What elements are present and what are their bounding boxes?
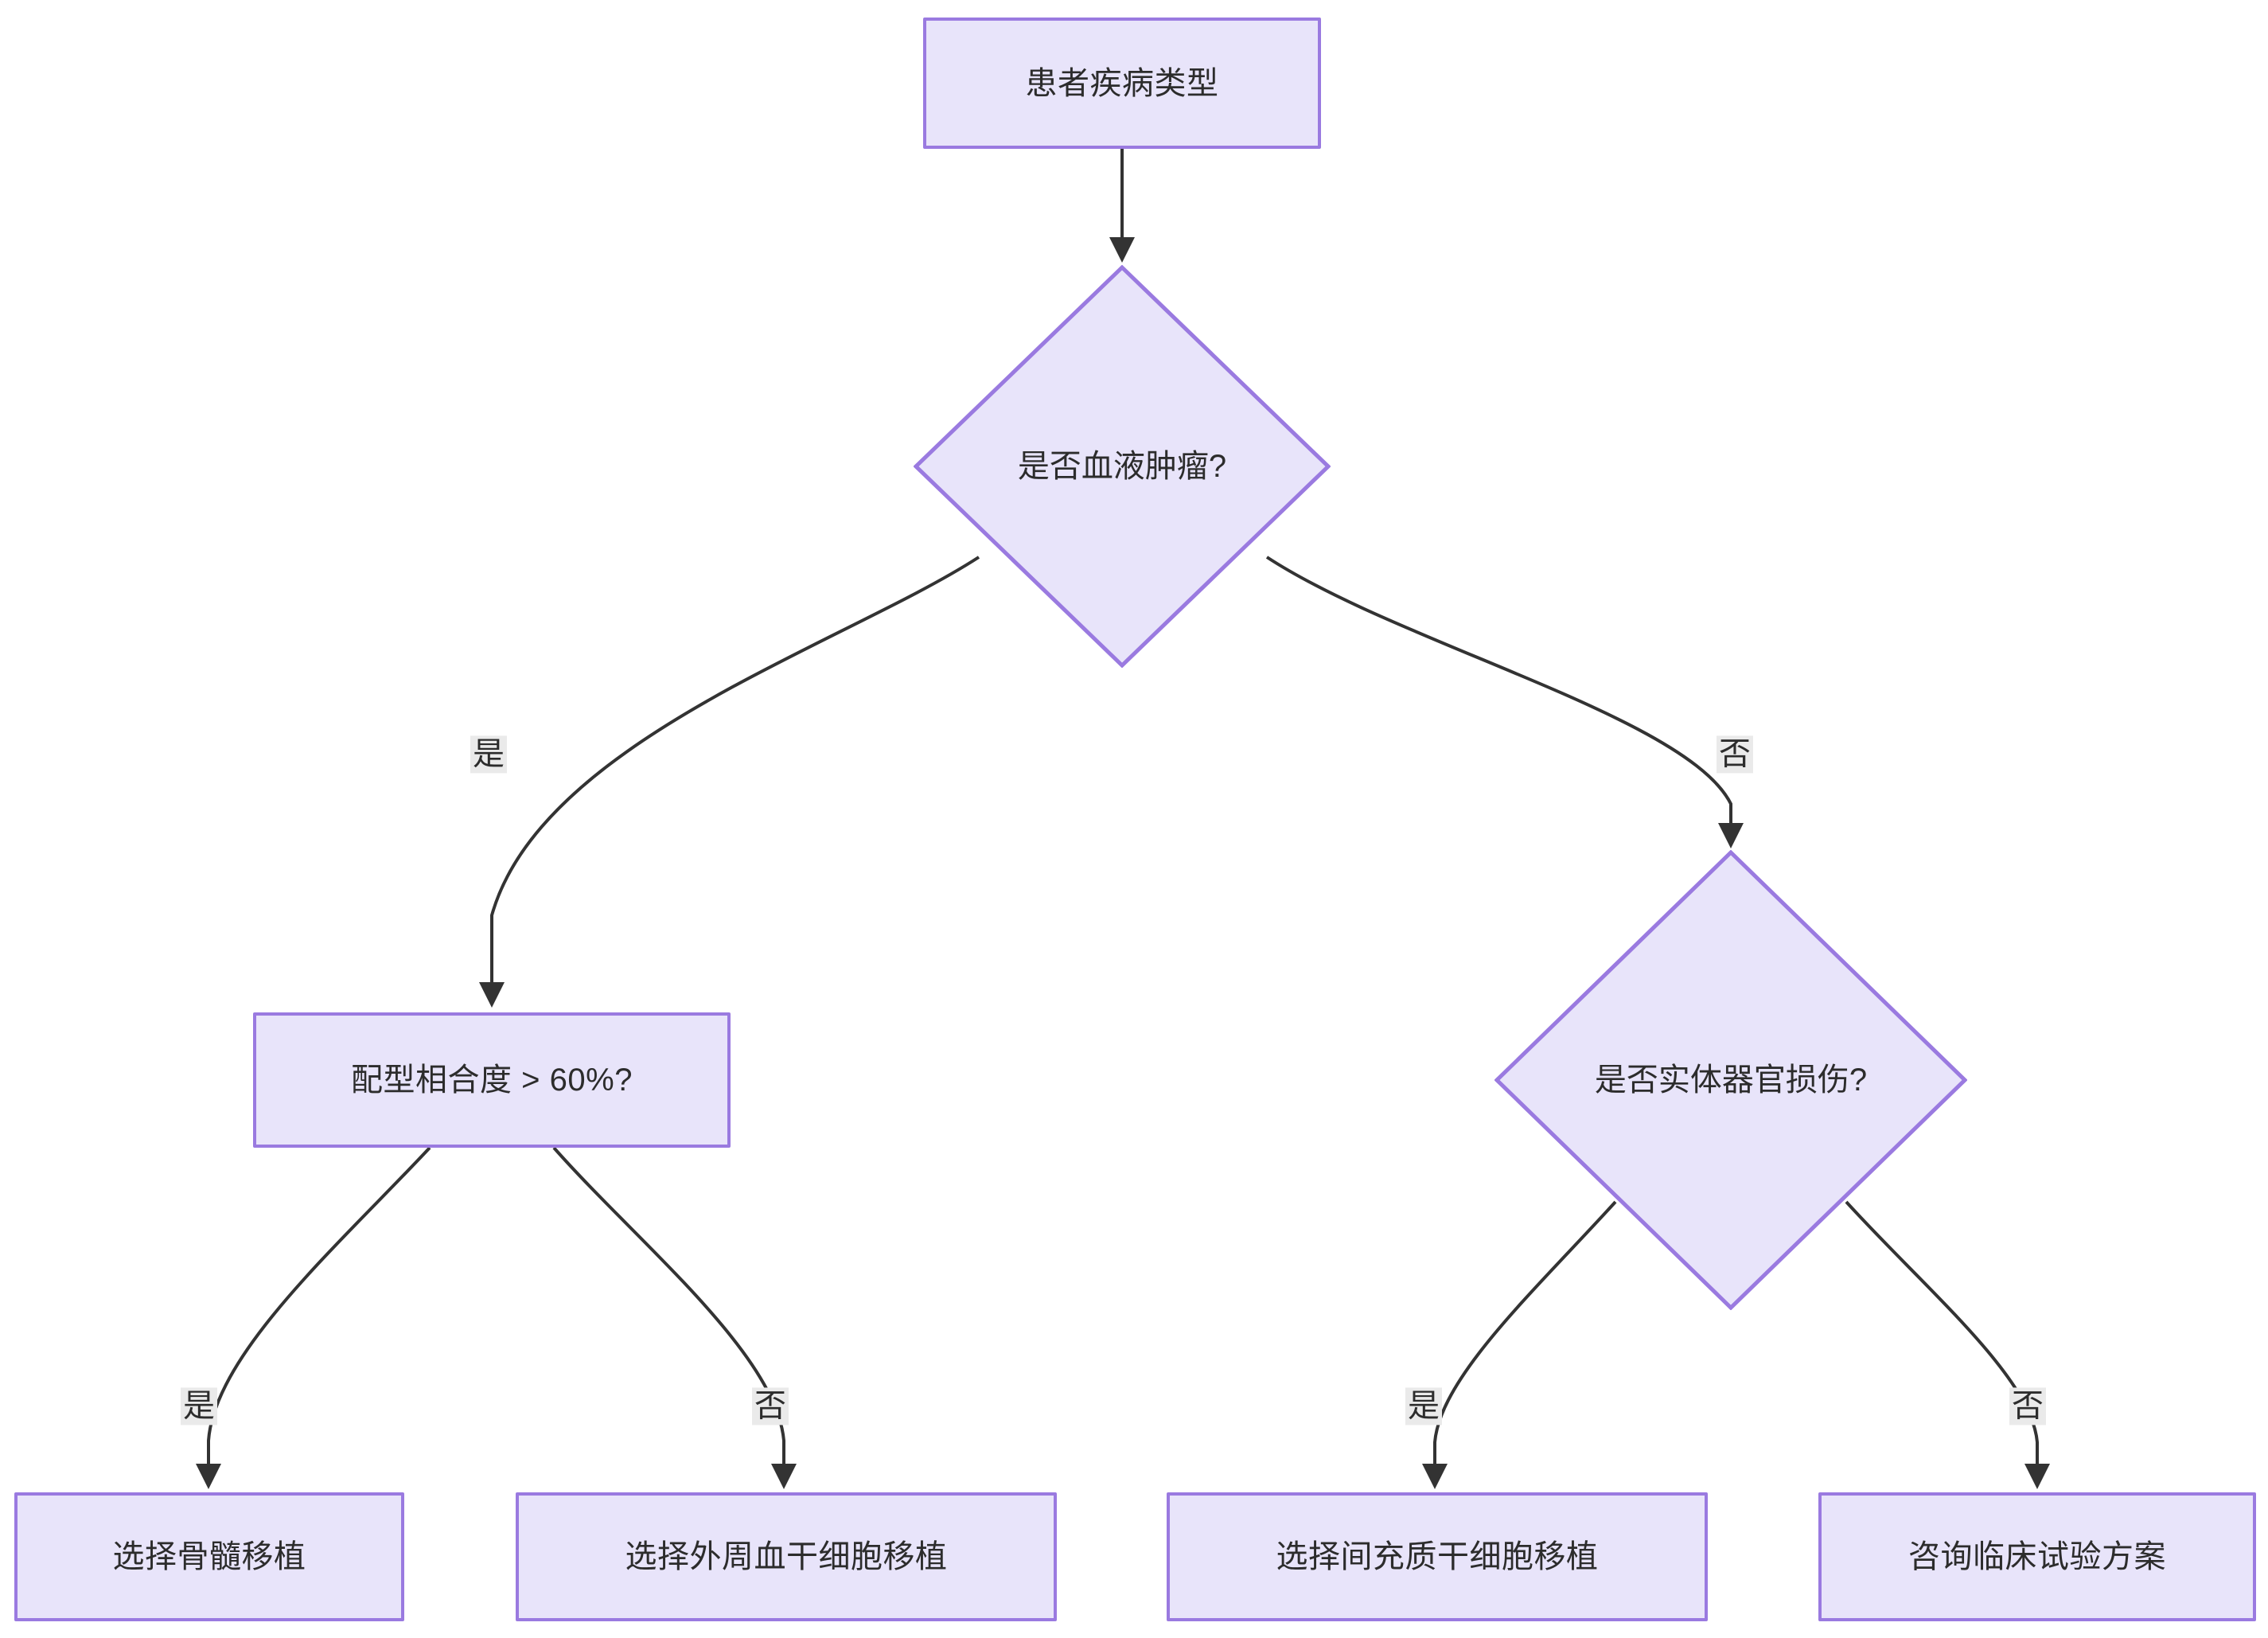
node-choose-peripheral-blood-stem-cell-transplant[interactable]: 选择外周血干细胞移植 [516, 1492, 1057, 1621]
node-label: 配型相合度 > 60%? [351, 1063, 633, 1098]
edge-n3-n5 [196, 1146, 431, 1489]
node-is-solid-organ-damage[interactable]: 是否实体器官损伤? [1494, 850, 1967, 1310]
node-label: 是否血液肿瘤? [1017, 449, 1227, 484]
edge-label-n4-n8: 否 [2009, 1387, 2046, 1425]
diamond-shape [1494, 850, 1967, 1310]
node-consult-clinical-trial-protocol[interactable]: 咨询临床试验方案 [1818, 1492, 2256, 1621]
diamond-shape [914, 265, 1331, 668]
node-patient-disease-type[interactable]: 患者疾病类型 [923, 18, 1321, 149]
edge-label-n2-n3: 是 [470, 735, 507, 774]
node-label: 咨询临床试验方案 [1908, 1539, 2166, 1574]
node-label: 选择骨髓移植 [112, 1539, 306, 1574]
node-is-hematologic-tumor[interactable]: 是否血液肿瘤? [914, 265, 1331, 668]
node-choose-bone-marrow-transplant[interactable]: 选择骨髓移植 [14, 1492, 404, 1621]
edge-n2-n4 [1265, 556, 1744, 848]
edge-label-n2-n4: 否 [1717, 735, 1753, 774]
node-label: 选择外周血干细胞移植 [625, 1539, 948, 1574]
edge-n3-n6 [552, 1146, 797, 1489]
edge-label-n3-n5: 是 [181, 1387, 217, 1425]
node-label: 选择间充质干细胞移植 [1276, 1539, 1599, 1574]
node-label: 是否实体器官损伤? [1594, 1063, 1868, 1098]
node-choose-mesenchymal-stem-cell-transplant[interactable]: 选择间充质干细胞移植 [1167, 1492, 1708, 1621]
edge-n2-n3 [479, 556, 980, 1008]
edge-label-n3-n6: 否 [752, 1387, 789, 1425]
edge-label-n4-n7: 是 [1405, 1387, 1442, 1425]
node-match-degree-over-60[interactable]: 配型相合度 > 60%? [253, 1012, 731, 1148]
node-label: 患者疾病类型 [1025, 65, 1219, 101]
